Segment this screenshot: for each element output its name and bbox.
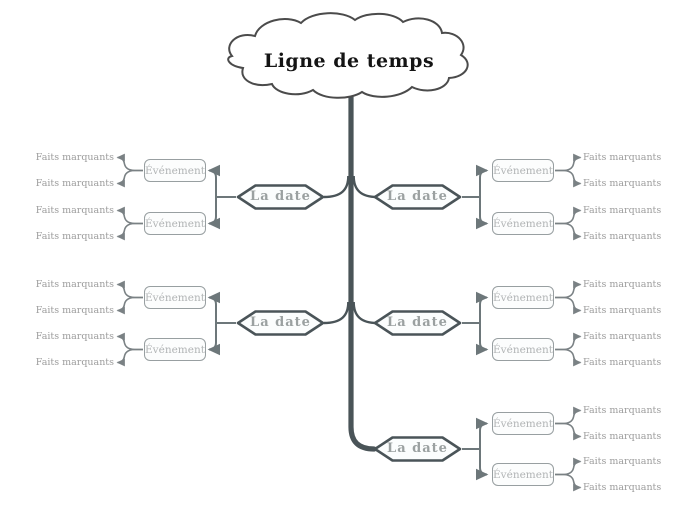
fact-node-right-1a2[interactable]: Faits marquants — [583, 178, 662, 189]
date-hexagon-left-2[interactable] — [236, 310, 325, 336]
fork-event-facts-left — [116, 153, 143, 367]
fact-node-right-1b2[interactable]: Faits marquants — [583, 231, 662, 242]
fact-node-right-1b1[interactable]: Faits marquants — [583, 205, 662, 216]
event-node-left-1b[interactable]: Événement — [144, 212, 206, 235]
event-node-label: Événement — [493, 217, 553, 230]
fact-node-left-2b2[interactable]: Faits marquants — [35, 357, 114, 368]
connector-date-events-left-2 — [207, 291, 236, 356]
fact-node-right-3a2[interactable]: Faits marquants — [583, 431, 662, 442]
fact-node-right-3b1[interactable]: Faits marquants — [583, 456, 662, 467]
fact-node-left-1b2[interactable]: Faits marquants — [35, 231, 114, 242]
event-node-label: Événement — [145, 291, 205, 304]
event-node-label: Événement — [493, 343, 553, 356]
connector-date-events-left-1 — [207, 164, 236, 230]
fork-event-facts-right — [555, 153, 582, 492]
fact-node-right-2b1[interactable]: Faits marquants — [583, 331, 662, 342]
fact-node-left-1a2[interactable]: Faits marquants — [35, 178, 114, 189]
event-node-label: Événement — [145, 343, 205, 356]
event-node-label: Événement — [145, 217, 205, 230]
root-node-title[interactable]: Ligne de temps — [263, 50, 435, 72]
date-hexagon-left-1[interactable] — [236, 184, 325, 210]
fact-node-right-2a2[interactable]: Faits marquants — [583, 305, 662, 316]
fact-node-left-2a1[interactable]: Faits marquants — [35, 279, 114, 290]
event-node-right-3b[interactable]: Événement — [492, 463, 554, 486]
connector-date-events-right-1 — [462, 164, 489, 230]
event-node-right-2a[interactable]: Événement — [492, 286, 554, 309]
event-node-label: Événement — [493, 291, 553, 304]
branch-curve-right-1 — [352, 175, 378, 199]
fact-node-right-3a1[interactable]: Faits marquants — [583, 405, 662, 416]
connector-date-events-right-3 — [462, 417, 489, 481]
fact-node-left-1b1[interactable]: Faits marquants — [35, 205, 114, 216]
fact-node-right-2a1[interactable]: Faits marquants — [583, 279, 662, 290]
fact-node-left-1a1[interactable]: Faits marquants — [35, 152, 114, 163]
trunk-line — [348, 90, 377, 452]
date-hexagon-right-1[interactable] — [373, 184, 462, 210]
fact-node-right-1a1[interactable]: Faits marquants — [583, 152, 662, 163]
event-node-right-3a[interactable]: Événement — [492, 412, 554, 435]
date-hexagon-right-2[interactable] — [373, 310, 462, 336]
date-node-left-1[interactable]: La date — [250, 189, 311, 204]
event-node-label: Événement — [493, 417, 553, 430]
event-node-left-2b[interactable]: Événement — [144, 338, 206, 361]
event-node-left-2a[interactable]: Événement — [144, 286, 206, 309]
root-cloud-shape[interactable] — [227, 12, 469, 99]
date-node-right-1[interactable]: La date — [387, 189, 448, 204]
date-node-left-2[interactable]: La date — [250, 315, 311, 330]
event-node-label: Événement — [493, 468, 553, 481]
date-node-right-3[interactable]: La date — [387, 441, 448, 456]
fact-node-right-2b2[interactable]: Faits marquants — [583, 357, 662, 368]
connector-date-events-right-2 — [462, 291, 489, 356]
fact-node-left-2a2[interactable]: Faits marquants — [35, 305, 114, 316]
fact-node-right-3b2[interactable]: Faits marquants — [583, 482, 662, 493]
event-node-label: Événement — [145, 164, 205, 177]
date-node-right-2[interactable]: La date — [387, 315, 448, 330]
event-node-right-1b[interactable]: Événement — [492, 212, 554, 235]
event-node-right-2b[interactable]: Événement — [492, 338, 554, 361]
event-node-right-1a[interactable]: Événement — [492, 159, 554, 182]
branch-curve-left-1 — [323, 175, 350, 199]
event-node-label: Événement — [493, 164, 553, 177]
branch-curve-left-2 — [323, 301, 350, 325]
branch-curve-right-2 — [352, 301, 378, 325]
fact-node-left-2b1[interactable]: Faits marquants — [35, 331, 114, 342]
date-hexagon-right-3[interactable] — [373, 436, 462, 462]
event-node-left-1a[interactable]: Événement — [144, 159, 206, 182]
